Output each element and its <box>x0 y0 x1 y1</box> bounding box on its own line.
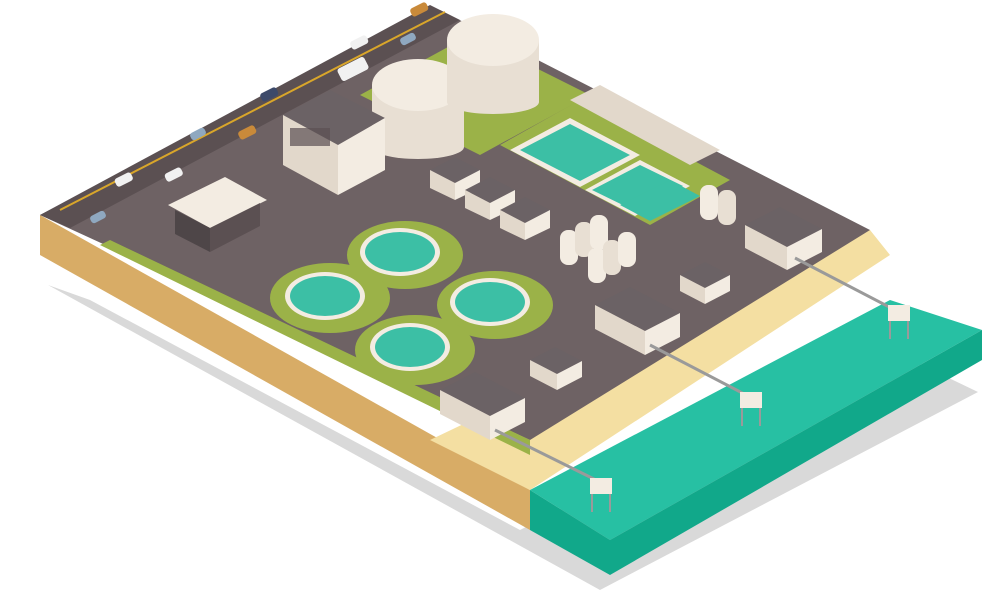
car-icon <box>337 56 369 82</box>
garage-building <box>168 177 267 252</box>
clarifiers <box>270 221 553 385</box>
storage-tank-1 <box>372 59 464 159</box>
sea-front <box>610 330 982 575</box>
admin-building <box>283 90 385 195</box>
sea-water <box>530 300 982 540</box>
grass-strip-front <box>100 240 530 455</box>
small-buildings <box>430 157 550 240</box>
intake-3 <box>888 305 910 339</box>
car-icon <box>260 87 279 102</box>
ground-shadow <box>48 285 978 590</box>
intake-2 <box>740 392 762 426</box>
intake-1 <box>590 478 612 512</box>
car-icon <box>350 35 369 50</box>
car-icon <box>90 210 106 224</box>
car-icon <box>190 127 206 141</box>
storage-tank-2 <box>447 14 539 114</box>
car-icon <box>164 167 183 182</box>
pump-house-1 <box>440 372 525 440</box>
intake-pipes <box>494 256 896 484</box>
pump-house-2 <box>595 287 680 355</box>
car-icon <box>238 125 257 140</box>
small-pump <box>530 262 730 390</box>
cars <box>90 2 429 224</box>
chemical-silos <box>560 185 736 283</box>
car-icon <box>400 32 416 46</box>
car-icon <box>114 172 133 187</box>
soil-side <box>40 215 530 530</box>
sea-side <box>530 490 610 575</box>
filtration-pools <box>510 85 720 221</box>
car-icon <box>410 2 429 17</box>
